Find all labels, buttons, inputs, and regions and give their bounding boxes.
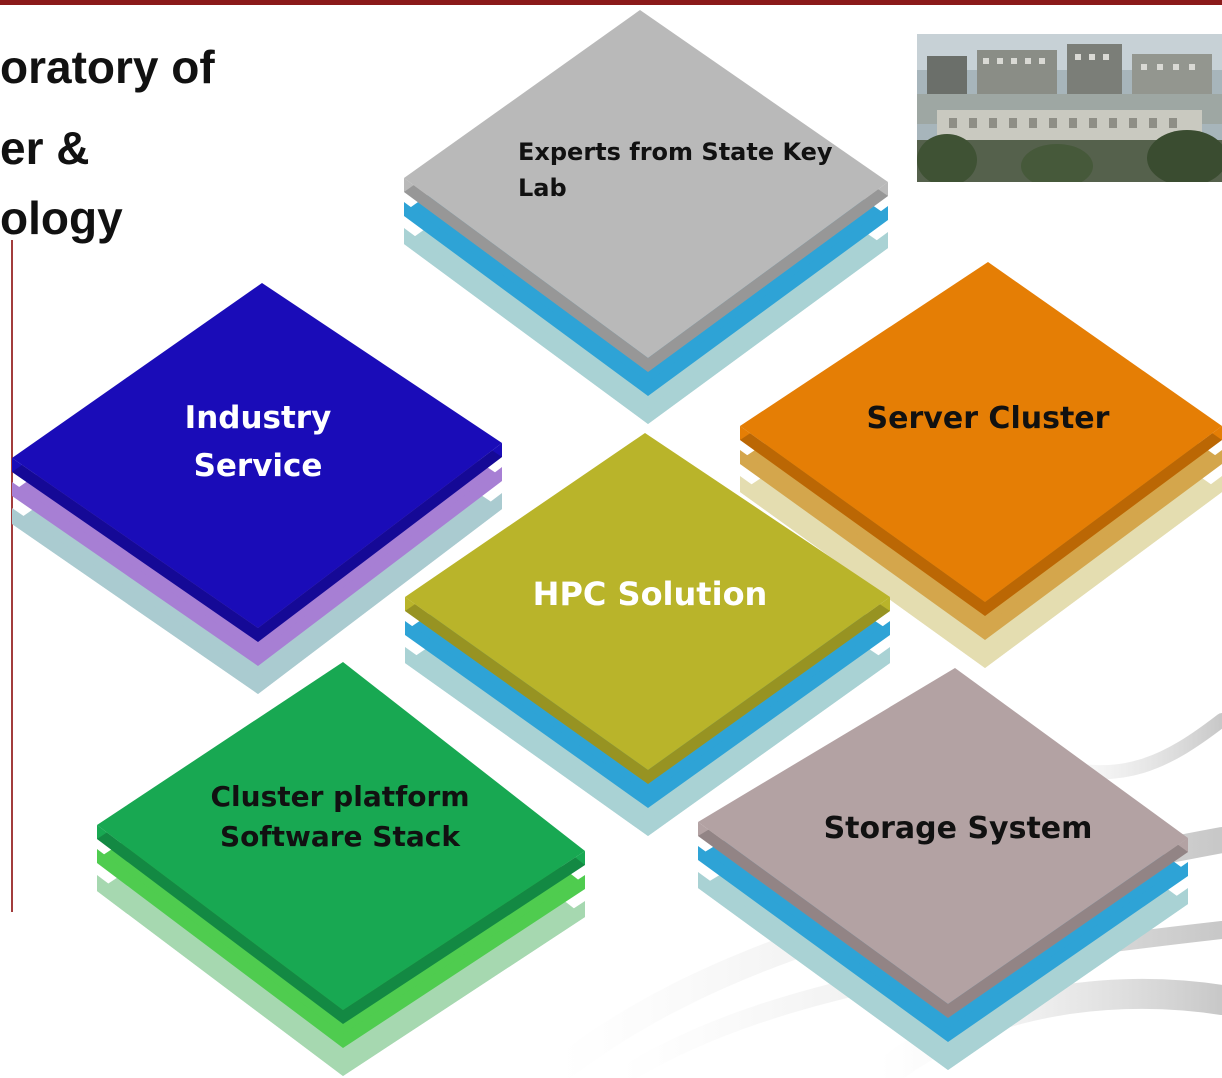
block-storage: Storage System xyxy=(698,668,1188,1070)
block-storage-label: Storage System xyxy=(824,811,1093,846)
block-hpc-label-line: HPC Solution xyxy=(533,575,768,613)
block-cluster-label-line: Software Stack xyxy=(220,820,461,853)
left-divider xyxy=(11,240,13,912)
block-industry-label-line: Service xyxy=(194,448,323,484)
block-storage-label-line: Storage System xyxy=(824,811,1093,846)
block-hpc-label: HPC Solution xyxy=(533,575,768,613)
block-server-label: Server Cluster xyxy=(867,401,1110,436)
block-cluster-middle-edge xyxy=(97,849,585,1048)
block-cluster-label-line: Cluster platform xyxy=(211,780,470,813)
block-storage-base-edge xyxy=(698,872,1188,1070)
campus-photo xyxy=(917,34,1222,182)
block-cluster-top-edge xyxy=(97,825,585,1024)
block-server-label-line: Server Cluster xyxy=(867,401,1110,436)
block-server: Server Cluster xyxy=(740,262,1222,668)
title-line-3: ology xyxy=(0,192,123,244)
block-experts-label-line: Lab xyxy=(518,174,567,202)
title-line-2: er & xyxy=(0,122,90,174)
block-industry-label-line: Industry xyxy=(185,400,332,436)
block-cluster-base-edge xyxy=(97,875,585,1076)
block-server-top-face xyxy=(740,262,1222,602)
block-storage-top-face xyxy=(698,668,1188,1004)
block-hpc: HPC Solution xyxy=(405,433,890,836)
block-experts-label-line: Experts from State Key xyxy=(518,138,833,166)
block-hpc-top-face xyxy=(405,433,890,770)
header-accent-bar xyxy=(0,0,1222,5)
block-cluster-top-face xyxy=(97,662,585,1010)
block-industry-top-face xyxy=(12,283,502,628)
block-experts-top-face xyxy=(404,10,888,358)
title-line-1: oratory of xyxy=(0,41,215,93)
